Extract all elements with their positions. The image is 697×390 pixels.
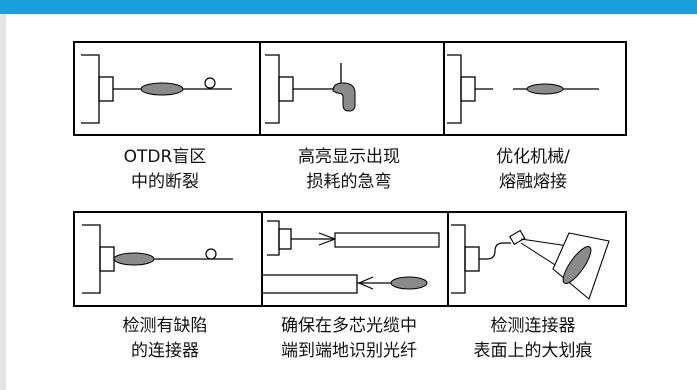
left-edge-bar xyxy=(0,14,6,390)
panel-splice xyxy=(443,43,625,134)
caption-break: OTDR盲区中的断裂 xyxy=(123,147,207,192)
splice-diagram xyxy=(447,54,599,124)
caption-splice: 优化机械/熔融熔接 xyxy=(496,147,570,192)
caption-bend: 高亮显示出现损耗的急弯 xyxy=(298,147,400,192)
caption-fiber-identification: 确保在多芯光缆中端到端地识别光纤 xyxy=(281,316,417,361)
diagram-row-top xyxy=(73,41,627,136)
diagram-row-bottom xyxy=(73,211,627,307)
inspection-diagram xyxy=(451,224,610,300)
panel-faulty-connector xyxy=(75,213,261,305)
break-diagram xyxy=(81,54,232,124)
caption-connector-inspection: 检测连接器表面上的大划痕 xyxy=(473,316,593,361)
panel-fiber-identification xyxy=(261,213,447,305)
bend-diagram xyxy=(265,54,356,124)
panel-connector-inspection xyxy=(447,213,625,305)
caption-faulty-connector: 检测有缺陷的连接器 xyxy=(122,316,208,361)
faulty-connector-diagram xyxy=(82,224,233,294)
panel-break-in-dead-zone xyxy=(75,43,259,134)
panel-sharp-bend xyxy=(259,43,443,134)
fiber-id-diagram xyxy=(263,220,440,294)
top-accent-bar xyxy=(0,0,697,14)
